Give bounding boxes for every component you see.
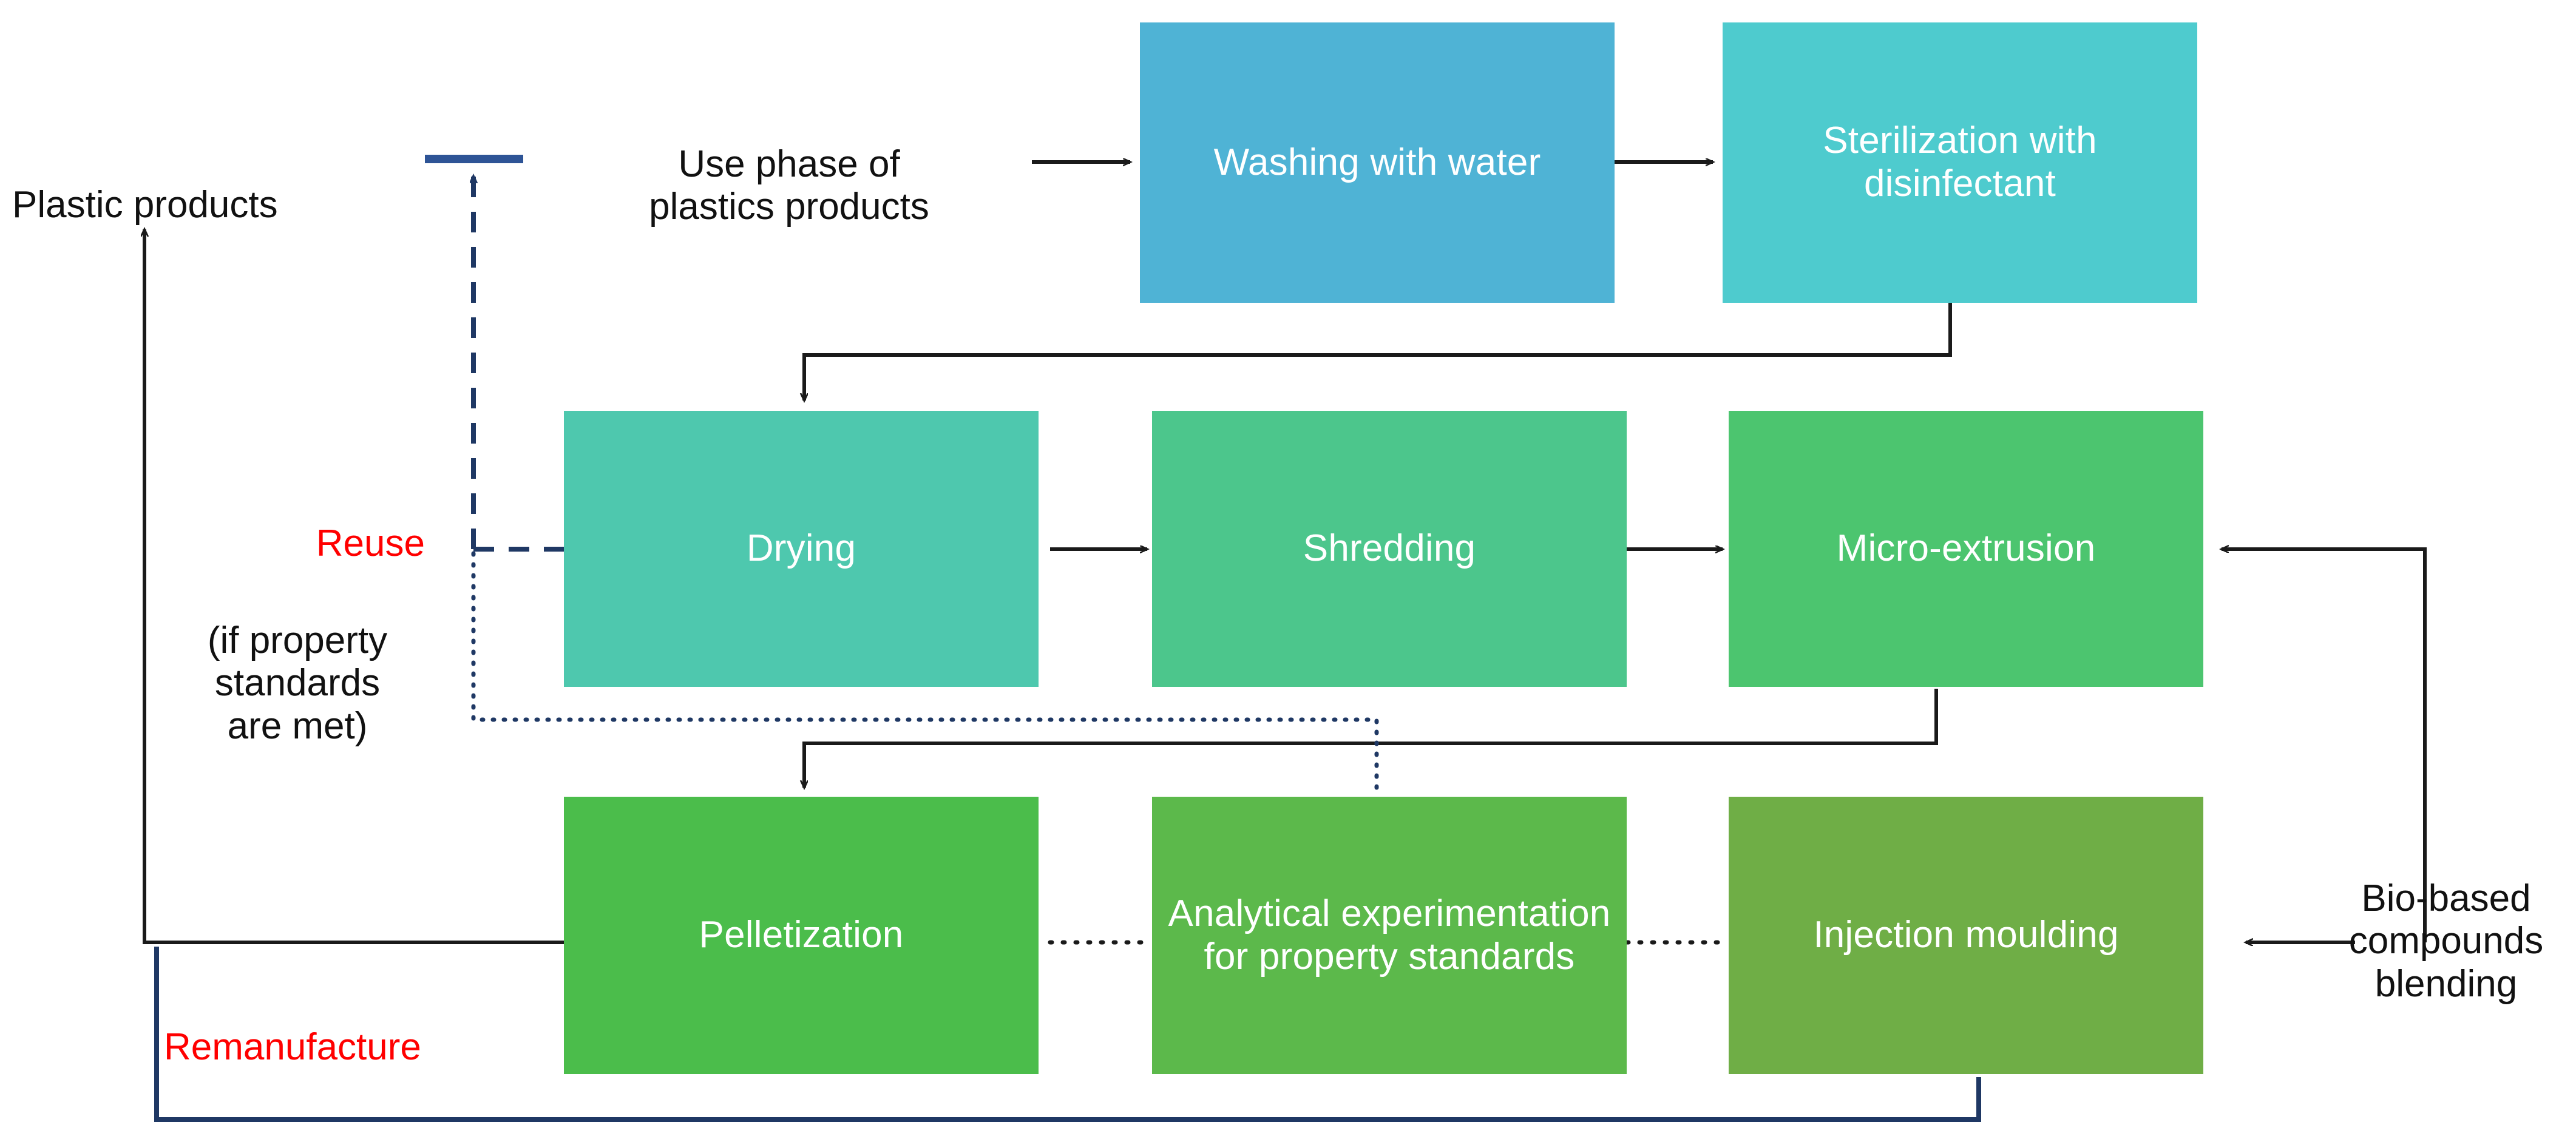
box-shredding-label: Shredding [1303,527,1476,570]
label-reuse: Reuse [316,522,425,564]
box-injection-label: Injection moulding [1813,914,2119,956]
label-plastic-products: Plastic products [12,183,278,226]
arrow-microextrusion-to-pelletization [804,689,1938,788]
label-remanufacture: Remanufacture [164,1025,421,1068]
label-reuse-condition: (if property standards are met) [207,619,388,748]
box-shredding[interactable]: Shredding [1152,411,1627,687]
box-sterilization-label: Sterilization with disinfectant [1823,120,2097,204]
box-sterilization-with-disinfectant[interactable]: Sterilization with disinfectant [1723,22,2197,303]
box-pelletization-label: Pelletization [699,914,904,956]
box-drying-label: Drying [746,527,856,570]
box-washing-with-water[interactable]: Washing with water [1140,22,1615,303]
label-use-phase: Use phase of plastics products [649,143,929,228]
box-drying[interactable]: Drying [564,411,1039,687]
label-bio-based-compounds: Bio-based compounds blending [2348,877,2544,1005]
box-analytical-label: Analytical experimentation for property … [1168,892,1611,978]
box-micro-extrusion[interactable]: Micro-extrusion [1729,411,2203,687]
box-analytical-experimentation[interactable]: Analytical experimentation for property … [1152,797,1627,1074]
box-injection-moulding[interactable]: Injection moulding [1729,797,2203,1074]
box-pelletization[interactable]: Pelletization [564,797,1039,1074]
box-washing-label: Washing with water [1213,141,1541,183]
dashed-reuse-up-to-plastic-products [425,155,523,549]
arrow-sterilization-to-drying [804,303,1952,400]
box-micro-extrusion-label: Micro-extrusion [1836,527,2096,570]
